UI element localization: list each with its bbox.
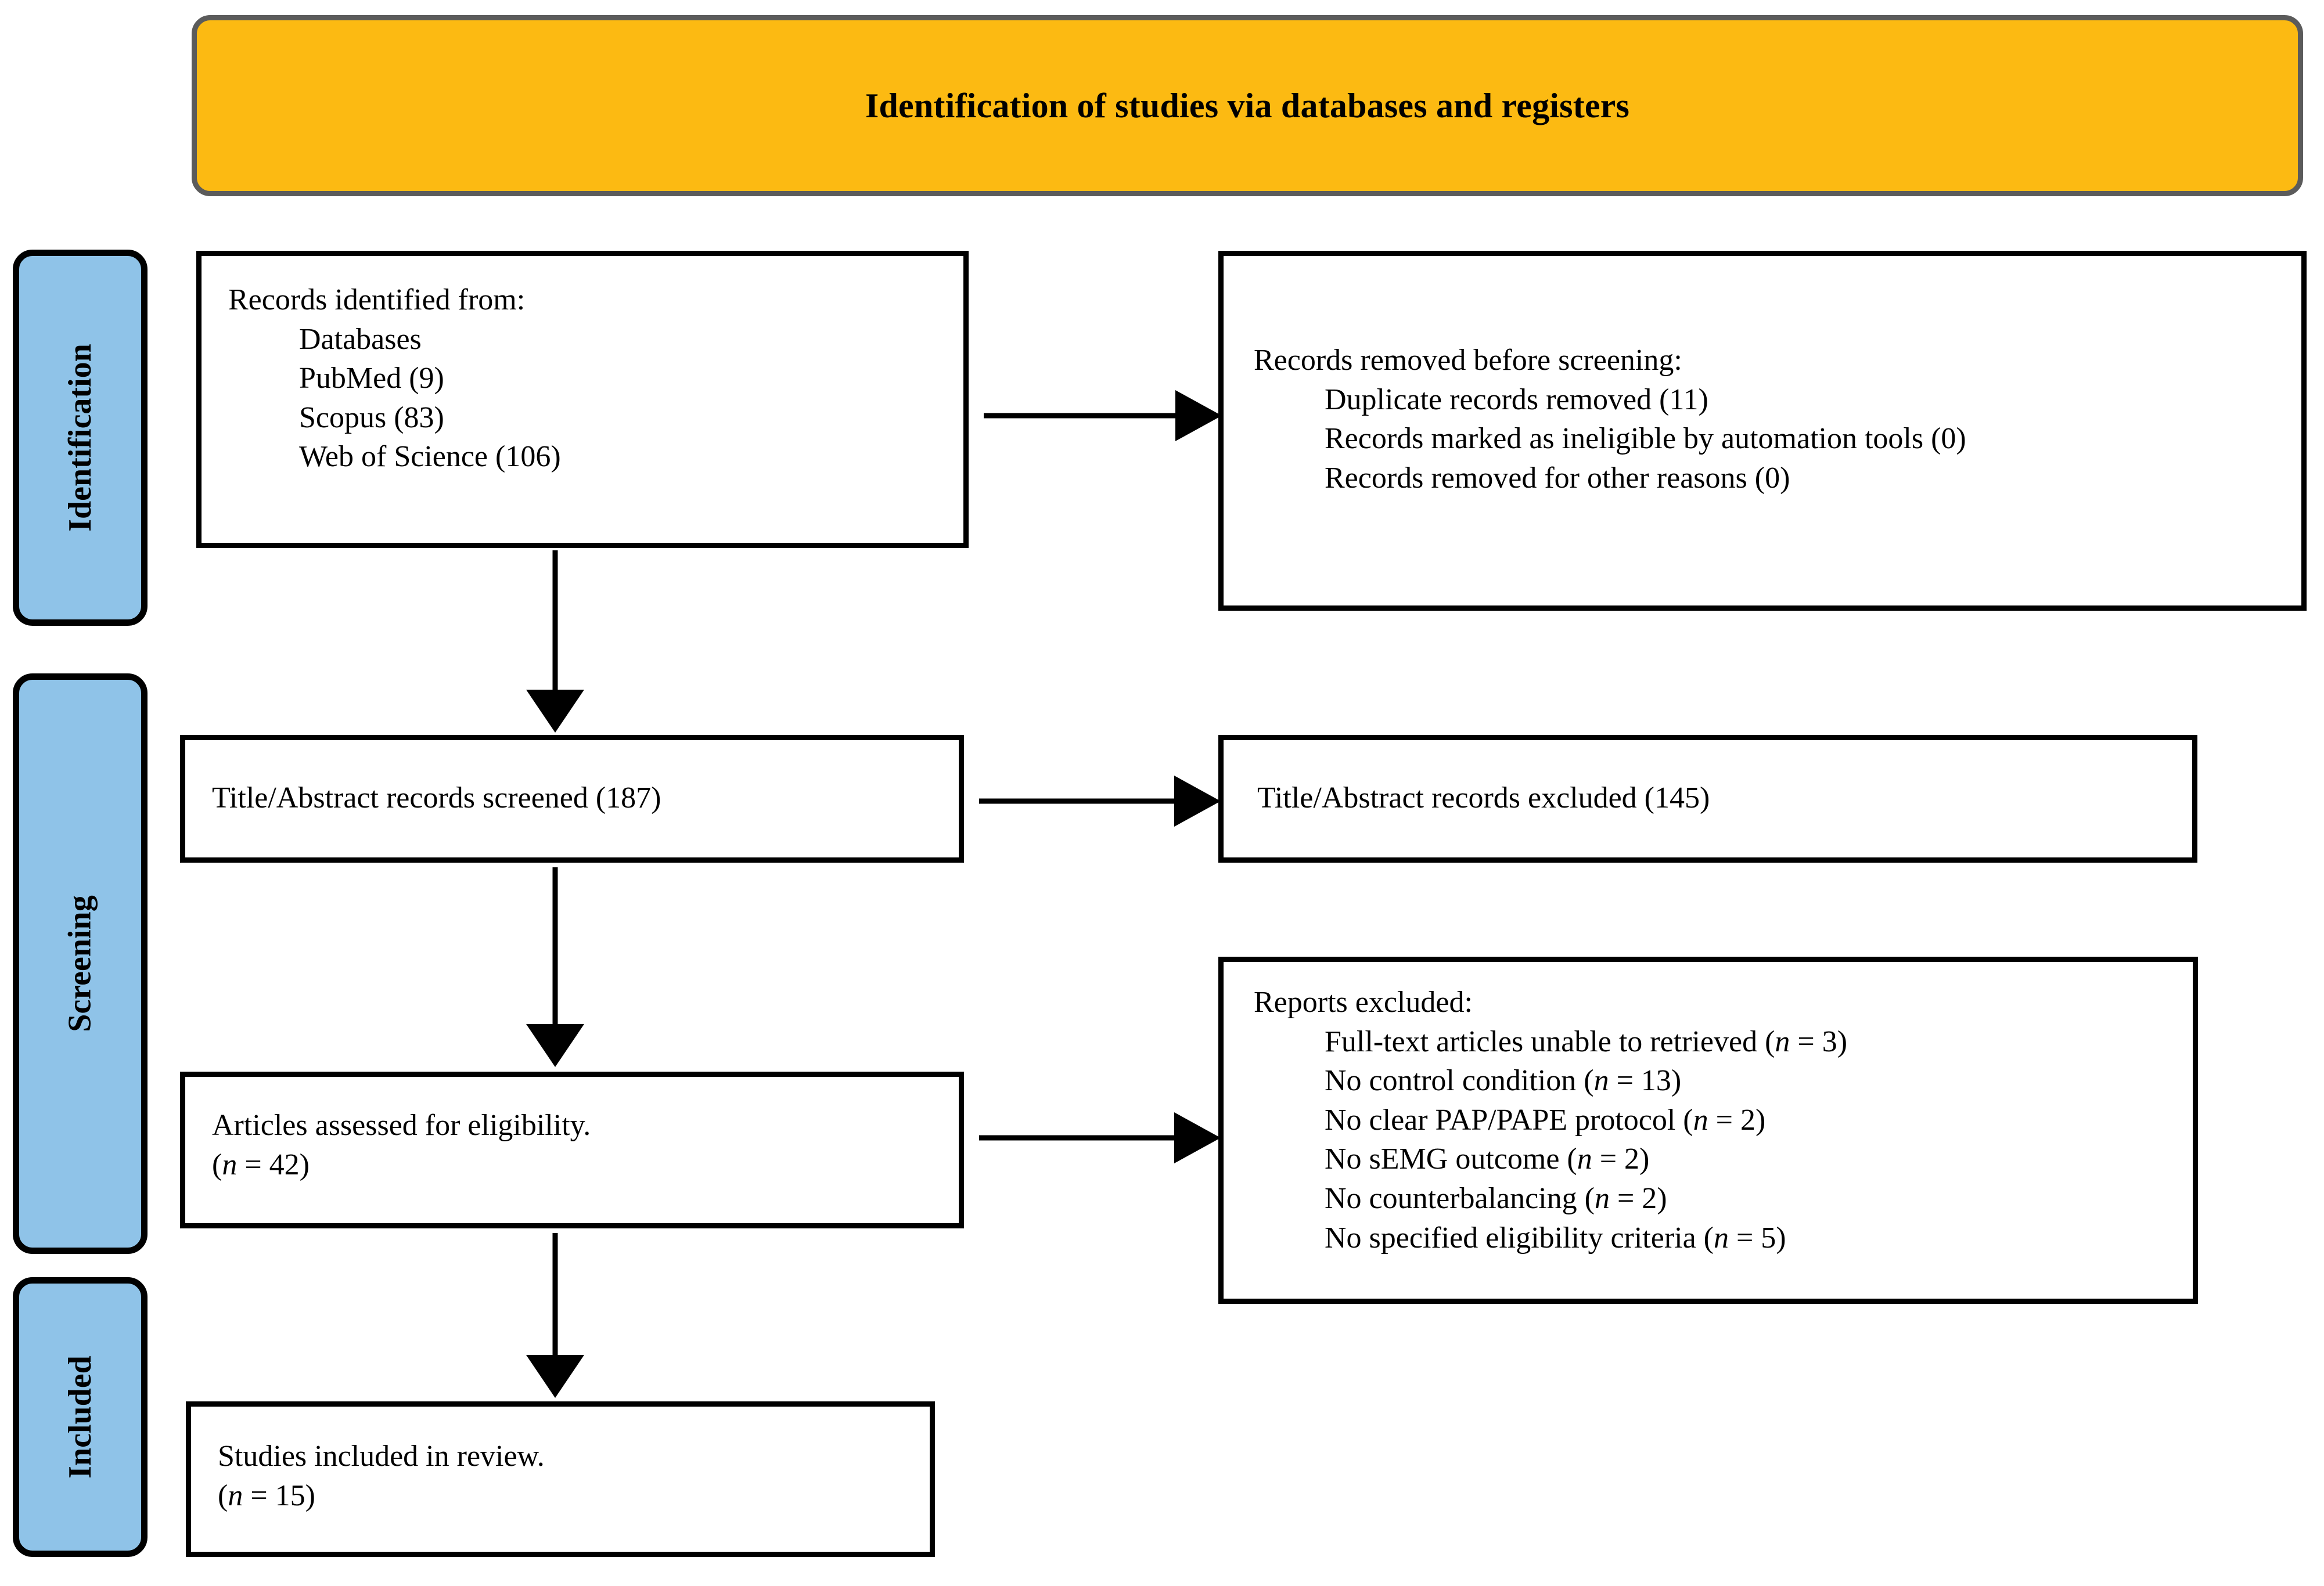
stage-tab-identification-label: Identification [62,344,98,532]
arrow-identified-to-screened [511,548,604,734]
stage-tab-included-label: Included [62,1356,99,1479]
box-studies-included-text: Studies included in review. (n = 15) [218,1437,916,1515]
eligibility-count-prefix: ( [212,1148,222,1181]
box-studies-included: Studies included in review. (n = 15) [186,1401,935,1557]
reports-excluded-item-n: n [1693,1103,1708,1137]
eligibility-count: (n = 42) [212,1145,945,1185]
reports-excluded-heading: Reports excluded: [1254,986,1473,1019]
reports-excluded-item-value: = 5) [1728,1221,1786,1255]
box-records-identified: Records identified from: Databases PubMe… [196,251,969,548]
studies-included-label: Studies included in review. [218,1440,545,1473]
reports-excluded-item-reason: No clear PAP/PAPE protocol ( [1325,1103,1693,1137]
stage-tab-identification: Identification [13,250,148,626]
box-reports-excluded-text: Reports excluded: Full-text articles una… [1254,983,2179,1257]
records-identified-item: PubMed (9) [299,362,444,395]
reports-excluded-item-value: = 3) [1790,1025,1848,1058]
diagram-header-banner: Identification of studies via databases … [192,15,2303,196]
box-records-identified-text: Records identified from: Databases PubMe… [228,280,949,477]
stage-tab-included: Included [13,1277,148,1557]
arrow-identified-to-removed [969,369,1222,462]
reports-excluded-item-n: n [1577,1142,1592,1176]
reports-excluded-item-reason: Full-text articles unable to retrieved ( [1325,1025,1775,1058]
records-removed-item: Duplicate records removed (11) [1325,383,1708,416]
arrow-eligibility-to-included [511,1231,604,1399]
studies-included-count-value: = 15) [243,1479,315,1512]
box-records-screened-text: Title/Abstract records screened (187) [212,778,945,818]
records-identified-heading: Records identified from: [228,283,526,316]
records-removed-item: Records marked as ineligible by automati… [1325,422,1966,456]
reports-excluded-item-n: n [1775,1025,1790,1058]
records-excluded-label: Title/Abstract records excluded (145) [1257,781,1710,814]
eligibility-count-n: n [222,1148,238,1181]
reports-excluded-item: No sEMG outcome (n = 2) [1254,1140,2179,1179]
records-screened-label: Title/Abstract records screened (187) [212,781,661,814]
reports-excluded-item-reason: No counterbalancing ( [1325,1181,1595,1215]
reports-excluded-item: No control condition (n = 13) [1254,1061,2179,1101]
reports-excluded-item-value: = 2) [1609,1181,1667,1215]
reports-excluded-item-reason: No sEMG outcome ( [1325,1142,1577,1176]
eligibility-label: Articles assessed for eligibility. [212,1109,591,1142]
reports-excluded-item-n: n [1594,1181,1610,1215]
reports-excluded-item-n: n [1593,1064,1609,1098]
arrow-screened-to-eligibility [511,865,604,1069]
stage-tab-screening-label: Screening [62,895,98,1032]
stage-tab-screening: Screening [13,673,148,1254]
arrow-screened-to-excluded [964,755,1222,848]
records-identified-item: Scopus (83) [299,401,444,434]
records-removed-heading: Records removed before screening: [1254,344,1682,377]
reports-excluded-item-reason: No control condition ( [1325,1064,1594,1098]
reports-excluded-item: Full-text articles unable to retrieved (… [1254,1022,2179,1062]
reports-excluded-item-value: = 13) [1609,1064,1682,1098]
reports-excluded-item: No clear PAP/PAPE protocol (n = 2) [1254,1101,2179,1140]
diagram-title: Identification of studies via databases … [865,86,1630,125]
records-removed-item: Records removed for other reasons (0) [1325,461,1790,495]
reports-excluded-item: No counterbalancing (n = 2) [1254,1179,2179,1219]
reports-excluded-item: No specified eligibility criteria (n = 5… [1254,1219,2179,1258]
box-articles-assessed-eligibility: Articles assessed for eligibility. (n = … [180,1072,964,1228]
studies-included-count: (n = 15) [218,1476,916,1516]
records-identified-item: Databases [299,322,422,356]
arrow-eligibility-to-reports-excluded [964,1091,1222,1184]
box-records-removed-text: Records removed before screening: Duplic… [1254,341,2287,498]
box-records-excluded-title-abstract-text: Title/Abstract records excluded (145) [1257,778,2178,818]
box-articles-assessed-eligibility-text: Articles assessed for eligibility. (n = … [212,1106,945,1184]
studies-included-count-prefix: ( [218,1479,228,1512]
studies-included-count-n: n [228,1479,243,1512]
box-records-excluded-title-abstract: Title/Abstract records excluded (145) [1218,735,2197,863]
records-identified-item: Web of Science (106) [299,440,561,474]
box-records-screened: Title/Abstract records screened (187) [180,735,964,863]
reports-excluded-item-reason: No specified eligibility criteria ( [1325,1221,1714,1255]
reports-excluded-item-n: n [1713,1221,1729,1255]
box-records-removed: Records removed before screening: Duplic… [1218,251,2307,611]
box-reports-excluded: Reports excluded: Full-text articles una… [1218,957,2198,1304]
reports-excluded-item-value: = 2) [1708,1103,1766,1137]
eligibility-count-value: = 42) [237,1148,310,1181]
reports-excluded-item-value: = 2) [1592,1142,1650,1176]
